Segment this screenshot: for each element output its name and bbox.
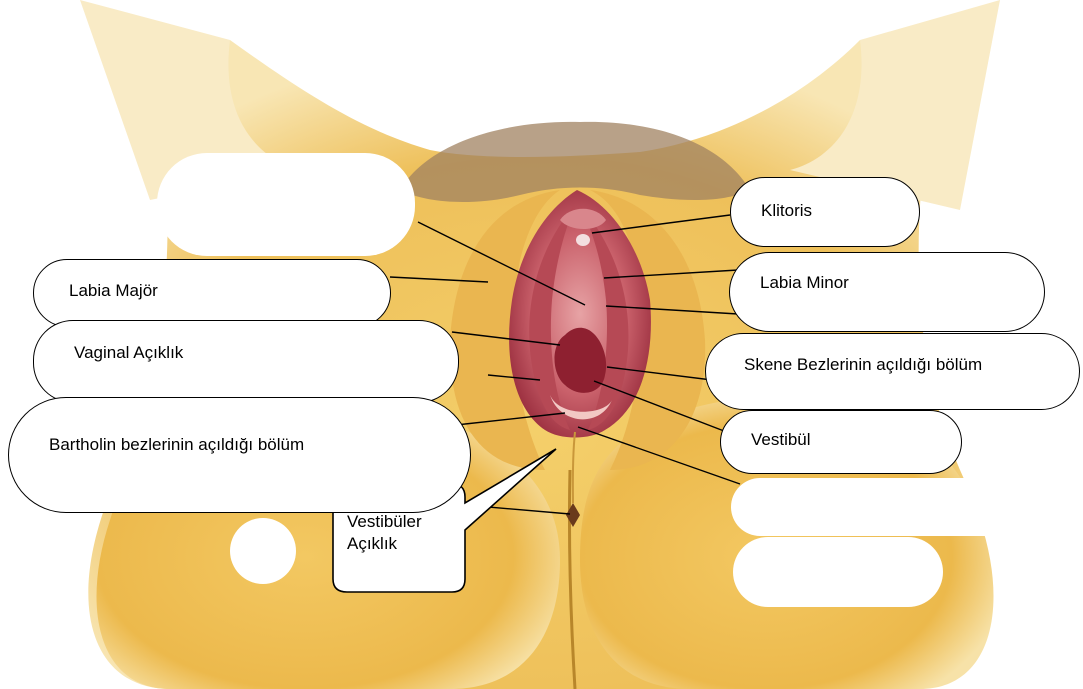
label-vaginal-opening: Vaginal Açıklık — [33, 320, 459, 403]
label-skene-glands: Skene Bezlerinin açıldığı bölüm — [705, 333, 1080, 410]
label-vaginal-opening-text: Vaginal Açıklık — [74, 343, 183, 363]
blank-label-lower-left — [230, 518, 296, 584]
blank-label-right-1 — [731, 478, 1023, 536]
label-vestibul: Vestibül — [720, 410, 962, 474]
label-labia-minor: Labia Minor — [729, 252, 1045, 332]
label-labia-major: Labia Majör — [33, 259, 391, 327]
label-bartholin-glands-text: Bartholin bezlerinin açıldığı bölüm — [49, 435, 304, 455]
label-vestibuler-line2: Açıklık — [347, 534, 397, 553]
label-klitoris-text: Klitoris — [761, 201, 812, 221]
blank-label-right-2 — [733, 537, 943, 607]
label-labia-major-text: Labia Majör — [69, 281, 158, 301]
clitoris — [576, 234, 590, 246]
label-skene-glands-text: Skene Bezlerinin açıldığı bölüm — [744, 355, 982, 375]
label-vestibuler-line1: Vestibüler — [347, 512, 422, 531]
label-labia-minor-text: Labia Minor — [760, 273, 849, 293]
blank-label-top — [157, 153, 415, 256]
label-klitoris: Klitoris — [730, 177, 920, 247]
label-vestibul-text: Vestibül — [751, 430, 811, 450]
